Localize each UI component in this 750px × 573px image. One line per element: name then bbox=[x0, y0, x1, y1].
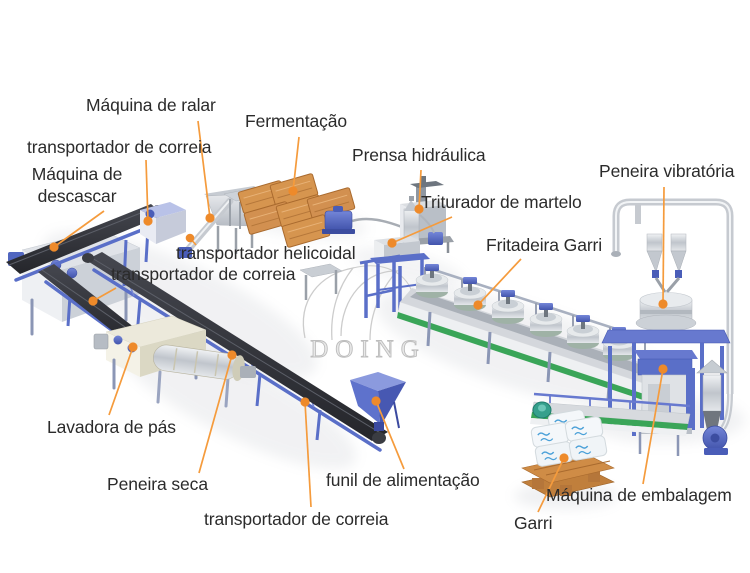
dry-sieve-machine bbox=[152, 344, 256, 408]
leader-line-funil-alimentacao bbox=[375, 400, 405, 470]
leader-dot-maquina-ralar bbox=[205, 213, 215, 223]
leader-dot-transportador-correia-2 bbox=[88, 296, 98, 306]
watermark-text: DOING bbox=[310, 336, 426, 363]
leader-line-peneira-seca bbox=[198, 354, 233, 474]
label-fermentacao: Fermentação bbox=[245, 111, 348, 131]
label-maquina-de-embalagem: Máquina de embalagem bbox=[546, 485, 732, 505]
leader-dot-maquina-descascar bbox=[49, 242, 59, 252]
leader-dot-peneira-vibratoria bbox=[658, 299, 668, 309]
garri-bag bbox=[530, 409, 608, 467]
leader-dot-fermentacao bbox=[288, 186, 298, 196]
leader-line-triturador-martelo bbox=[391, 216, 453, 244]
label-transportador-de-correia-1: transportador de correia bbox=[27, 137, 212, 157]
leader-dot-peneira-seca bbox=[227, 350, 237, 360]
label-funil-de-alimentacao: funil de alimentação bbox=[326, 470, 480, 490]
label-fritadeira-garri: Fritadeira Garri bbox=[486, 235, 603, 255]
label-garri: Garri bbox=[514, 513, 553, 533]
leader-dot-prensa-hidraulica bbox=[414, 204, 424, 214]
leader-line-maquina-descascar bbox=[53, 210, 105, 248]
leader-dot-funil-alimentacao bbox=[371, 396, 381, 406]
label-maquina-de-descascar-line2: descascar bbox=[37, 185, 117, 206]
feeding-funnel bbox=[350, 372, 406, 431]
leader-dot-garri bbox=[559, 453, 569, 463]
leader-dots bbox=[49, 186, 668, 463]
label-transportador-de-correia-2: transportador de correia bbox=[111, 264, 296, 284]
air-blower bbox=[696, 359, 733, 455]
leader-line-transportador-correia-3 bbox=[304, 401, 312, 508]
leader-dot-fritadeira-garri bbox=[473, 300, 483, 310]
leader-lines bbox=[53, 120, 665, 513]
label-maquina-de-ralar: Máquina de ralar bbox=[86, 95, 216, 115]
leader-line-maquina-ralar bbox=[197, 120, 211, 219]
label-triturador-de-martelo: Triturador de martelo bbox=[421, 192, 582, 212]
leader-dot-maquina-embalagem bbox=[658, 364, 668, 374]
leader-line-fritadeira-garri bbox=[477, 258, 522, 306]
leader-line-prensa-hidraulica bbox=[418, 169, 422, 210]
label-prensa-hidraulica: Prensa hidráulica bbox=[352, 145, 486, 165]
leader-dot-transportador-correia-3 bbox=[300, 397, 310, 407]
leader-dot-transportador-correia-1 bbox=[143, 216, 153, 226]
label-lavadora-de-pas: Lavadora de pás bbox=[47, 417, 176, 437]
fermentation-trays bbox=[237, 173, 356, 248]
leader-line-transportador-correia-1 bbox=[145, 159, 149, 222]
label-peneira-seca: Peneira seca bbox=[107, 474, 208, 494]
leader-line-peneira-vibratoria bbox=[662, 186, 665, 305]
leader-line-garri bbox=[537, 457, 565, 513]
garri-bags-pallet bbox=[521, 409, 615, 498]
leader-dot-triturador-martelo bbox=[387, 238, 397, 248]
leader-dot-transportador-helicoidal bbox=[185, 233, 195, 243]
leader-line-fermentacao bbox=[292, 136, 300, 192]
leader-dot-lavadora-pas bbox=[128, 342, 138, 352]
label-maquina-de-descascar-line1: Máquina de bbox=[31, 164, 123, 184]
hydraulic-pump bbox=[322, 206, 403, 234]
leader-line-maquina-embalagem bbox=[642, 368, 664, 485]
label-maquina-de-descascar: Máquina de descascar bbox=[24, 164, 130, 207]
frame-stand bbox=[299, 254, 401, 318]
doing-watermark: DOING bbox=[302, 265, 426, 363]
leader-line-lavadora-pas bbox=[108, 346, 134, 416]
label-peneira-vibratoria: Peneira vibratória bbox=[599, 161, 735, 181]
label-transportador-de-correia-3: transportador de correia bbox=[204, 509, 389, 529]
label-transportador-helicoidal: transportador helicoidal bbox=[176, 243, 356, 263]
